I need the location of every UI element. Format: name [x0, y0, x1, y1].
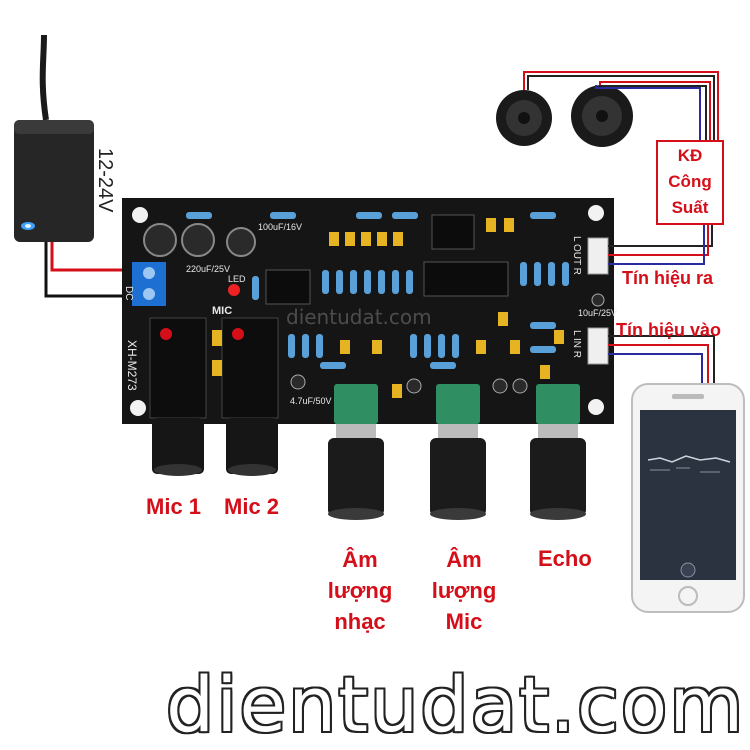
- pcb-silk-silk-cap3: 10uF/25V: [578, 308, 617, 318]
- adapter-cable: [39, 34, 49, 121]
- label-music-volume-line-1: Âm: [342, 547, 378, 572]
- label-music-volume: Âm lượng nhạc: [310, 544, 410, 637]
- mic-jack-1: [152, 418, 204, 476]
- pcb-silk-silk-in: L IN R: [571, 330, 582, 358]
- site-watermark: dientudat.com: [166, 660, 746, 749]
- output-wires: [608, 220, 713, 265]
- adapter-voltage-label: 12-24V: [94, 148, 116, 213]
- pcb-watermark: dientudat.com: [286, 305, 432, 329]
- amplifier-line-1: KĐ: [677, 146, 703, 165]
- speaker-wires: [523, 71, 719, 140]
- pcb-silk-silk-cap2: 100uF/16V: [258, 222, 302, 232]
- speaker-left: [496, 90, 552, 146]
- dc-negative-wire: [44, 242, 142, 298]
- smartphone: [631, 383, 745, 613]
- label-mic-2: Mic 2: [224, 494, 280, 519]
- label-music-volume-line-3: nhạc: [334, 609, 386, 634]
- pcb-silk-model: XH-M273: [125, 340, 139, 391]
- label-music-volume-line-2: lượng: [327, 578, 393, 603]
- label-mic-volume-line-3: Mic: [445, 609, 483, 634]
- pcb-silk-silk-cap1: 220uF/25V: [186, 264, 230, 274]
- input-wires: [608, 335, 715, 386]
- pcb-silk-silk-mic: MIC: [212, 305, 232, 317]
- amplifier-line-3: Suất: [671, 198, 709, 217]
- label-mic-volume-line-2: lượng: [431, 578, 497, 603]
- pcb-silk-silk-cap4: 4.7uF/50V: [290, 396, 332, 406]
- pot-music-volume: [328, 384, 384, 520]
- amplifier-box: KĐ Công Suất: [656, 140, 724, 225]
- pcb-silk-silk-dc: DC: [123, 286, 134, 300]
- label-mic-volume-line-1: Âm: [446, 547, 482, 572]
- label-signal-in: Tín hiệu vào: [616, 320, 722, 340]
- pot-echo: [530, 384, 586, 520]
- pcb-silk-silk-out: L OUT R: [571, 236, 582, 275]
- label-echo: Echo: [538, 546, 592, 571]
- pcb-silk-silk-led: LED: [228, 274, 246, 284]
- power-adapter: [14, 120, 94, 242]
- label-signal-out: Tín hiệu ra: [622, 268, 714, 288]
- label-mic-1: Mic 1: [146, 494, 202, 519]
- pcb-board: 220uF/25V 100uF/16V 10uF/25V 4.7uF/50V L…: [122, 198, 617, 424]
- label-mic-volume: Âm lượng Mic: [414, 544, 514, 637]
- pot-mic-volume: [430, 384, 486, 520]
- dc-positive-wire: [50, 242, 142, 272]
- amplifier-line-2: Công: [668, 172, 712, 191]
- speaker-right: [571, 85, 633, 147]
- mic-jack-2: [226, 418, 278, 476]
